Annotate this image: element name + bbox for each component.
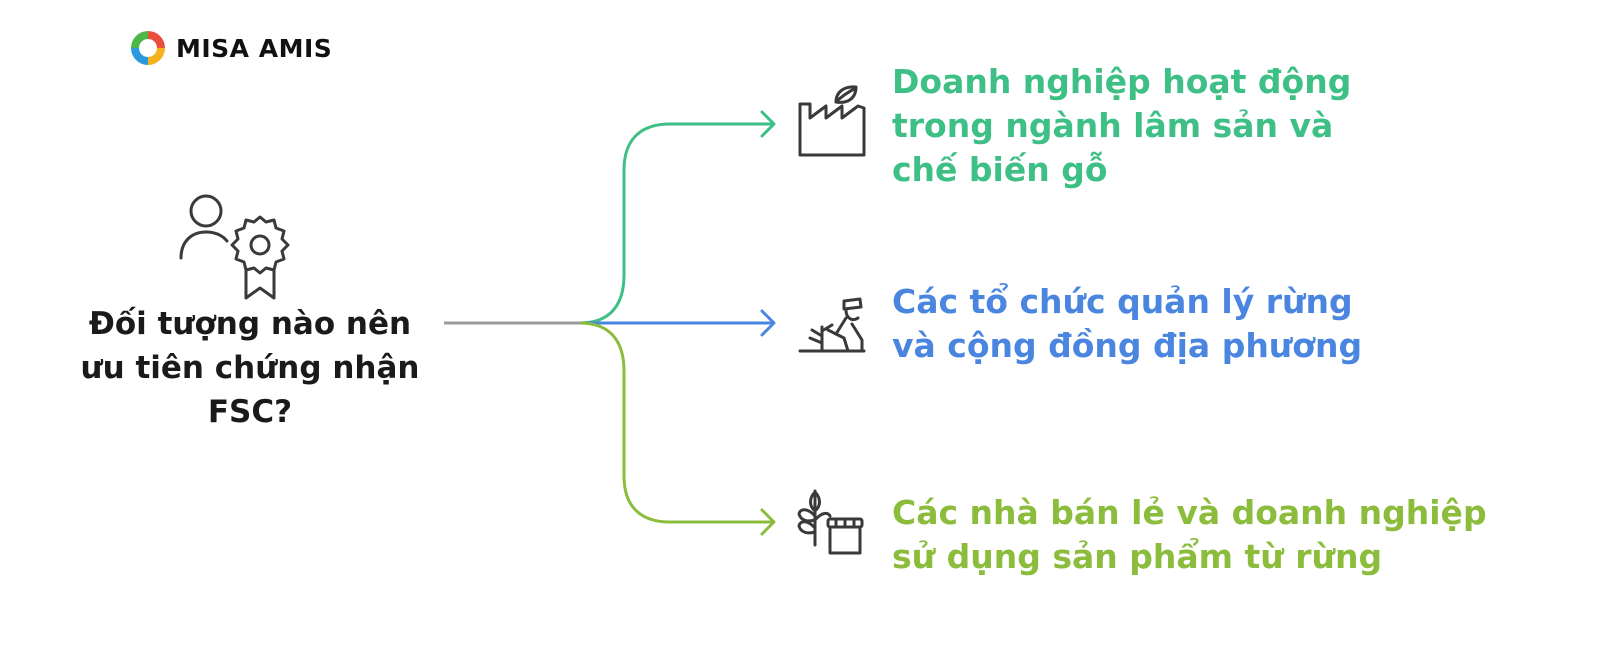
question-line: ưu tiên chứng nhận (80, 350, 420, 386)
answer-line: sử dụng sản phẩm từ rừng (892, 537, 1383, 576)
connector-branch-1 (579, 122, 772, 325)
plant-store-icon (797, 489, 864, 555)
answer-line: chế biến gỗ (892, 150, 1108, 189)
person-with-badge-icon (179, 194, 290, 300)
question-line: FSC? (207, 394, 293, 430)
answer-line: Doanh nghiệp hoạt động (892, 62, 1352, 101)
answer-forest-management-communities: Các tổ chức quản lý rừng và cộng đồng đị… (892, 280, 1362, 368)
answer-line: và cộng đồng địa phương (892, 326, 1363, 365)
brand-logo: MISA AMIS (128, 26, 332, 70)
misa-amis-logo (131, 31, 165, 65)
connector-branch-3 (579, 321, 772, 524)
forester-planting-icon (798, 297, 866, 353)
question-line: Đối tượng nào nên (88, 306, 412, 342)
answer-line: trong ngành lâm sản và (892, 106, 1334, 145)
answer-line: Các tổ chức quản lý rừng (892, 282, 1353, 321)
center-question: Đối tượng nào nên ưu tiên chứng nhận FSC… (40, 302, 460, 434)
arrowhead-1 (760, 110, 776, 138)
answer-line: Các nhà bán lẻ và doanh nghiệp (892, 493, 1487, 532)
logo-text: MISA AMIS (176, 33, 333, 63)
answer-retailers-businesses: Các nhà bán lẻ và doanh nghiệp sử dụng s… (892, 491, 1487, 579)
factory-leaf-icon (798, 85, 866, 157)
arrowhead-3 (760, 508, 776, 536)
arrowhead-2 (760, 309, 776, 337)
answer-forestry-wood-processing: Doanh nghiệp hoạt động trong ngành lâm s… (892, 60, 1351, 192)
